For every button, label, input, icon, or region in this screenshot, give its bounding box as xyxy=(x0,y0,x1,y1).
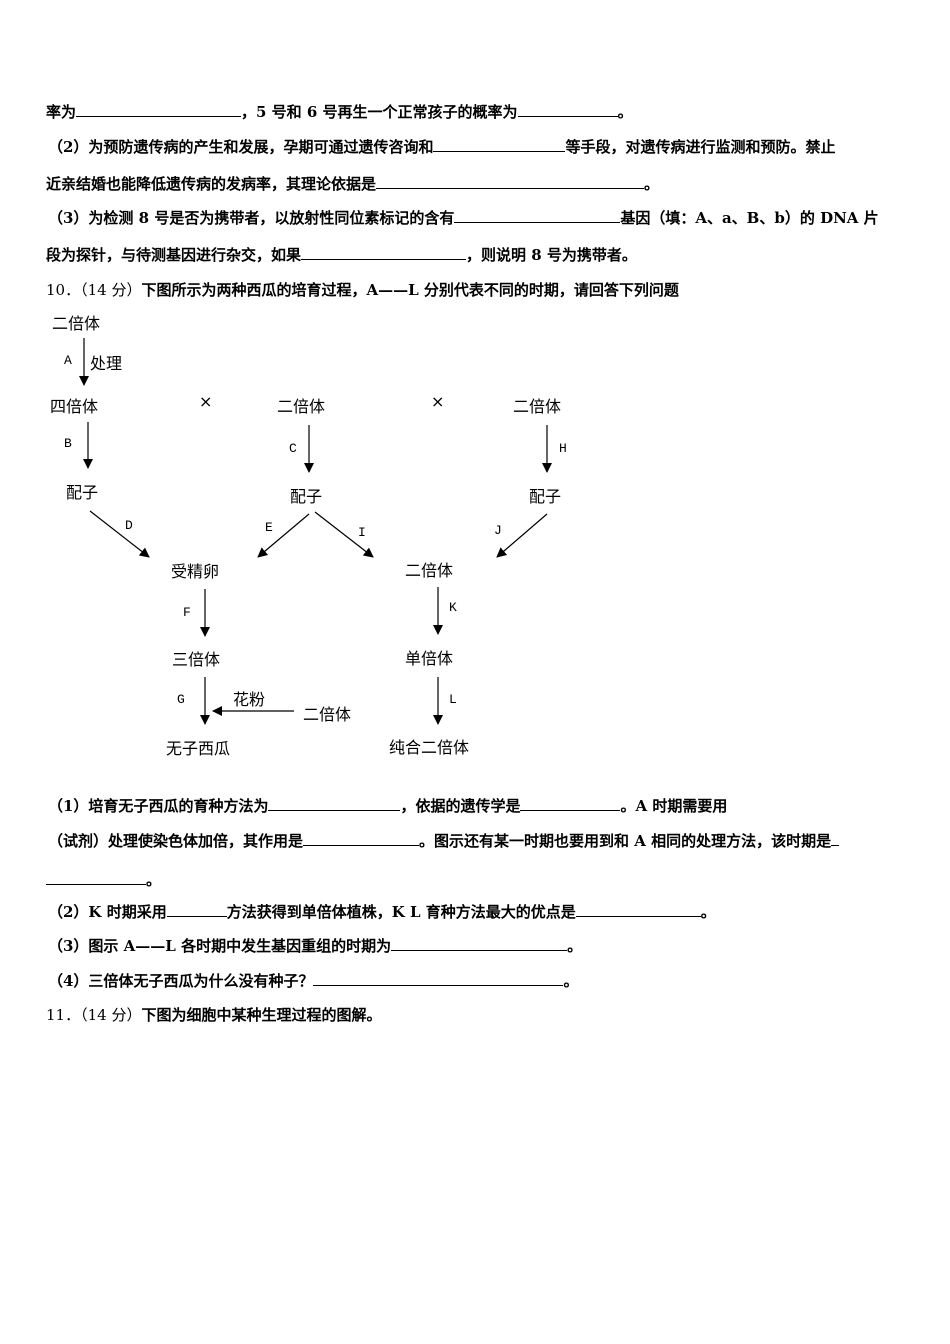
node-haploid: 单倍体 xyxy=(405,649,454,668)
stage-label-b: B xyxy=(64,436,72,451)
answer-blank[interactable] xyxy=(313,971,564,986)
text: 。图示还有某一时期也要用到和 A 相同的处理方法，该时期是 xyxy=(419,832,832,850)
question-stem: 下图为细胞中某种生理过程的图解。 xyxy=(141,1006,382,1024)
text: （3）为检测 8 号是否为携带者，以放射性同位素标记的含有 xyxy=(48,209,455,227)
answer-blank[interactable] xyxy=(831,831,840,846)
node-triploid: 三倍体 xyxy=(172,650,221,669)
text: （试剂）处理使染色体加倍，其作用是 xyxy=(48,832,304,850)
stage-label-j: J xyxy=(494,523,502,538)
answer-blank[interactable] xyxy=(46,870,146,885)
node-diploid-middle: 二倍体 xyxy=(277,397,326,416)
text: 近亲结婚也能降低遗传病的发病率，其理论依据是 xyxy=(46,175,377,193)
node-tetraploid: 四倍体 xyxy=(50,397,99,416)
answer-blank[interactable] xyxy=(376,174,645,189)
answer-blank[interactable] xyxy=(301,245,467,260)
q10-part2: （2）K 时期采用 方法获得到单倍体植株，K L 育种方法最大的优点是 。 xyxy=(48,902,716,922)
q9-part2-line1: （2）为预防遗传病的产生和发展，孕期可通过遗传咨询和 等手段，对遗传病进行监测和预… xyxy=(48,137,835,157)
answer-blank[interactable] xyxy=(517,102,618,117)
text: 。 xyxy=(700,903,716,921)
pollen-label: 花粉 xyxy=(233,690,266,709)
answer-blank[interactable] xyxy=(433,137,566,152)
text: 基因（填：A、a、B、b）的 DNA 片 xyxy=(620,209,879,227)
stage-label-d: D xyxy=(125,518,133,533)
node-gamete-middle: 配子 xyxy=(290,487,323,506)
text: 方法获得到单倍体植株，K L 育种方法最大的优点是 xyxy=(226,903,576,921)
text: （3）图示 A——L 各时期中发生基因重组的时期为 xyxy=(48,937,392,955)
q9-part3-line2: 段为探针，与待测基因进行杂交，如果 ，则说明 8 号为携带者。 xyxy=(46,245,637,265)
answer-blank[interactable] xyxy=(303,831,420,846)
stage-label-g: G xyxy=(177,692,185,707)
treatment-label: 处理 xyxy=(90,354,123,373)
stage-label-k: K xyxy=(449,600,457,615)
text: （2）为预防遗传病的产生和发展，孕期可通过遗传咨询和 xyxy=(48,138,434,156)
node-gamete-right: 配子 xyxy=(529,487,562,506)
q10-part4: （4）三倍体无子西瓜为什么没有种子？ 。 xyxy=(48,971,578,991)
node-gamete-left: 配子 xyxy=(66,483,99,502)
q10-stem: 10．（14 分）下图所示为两种西瓜的培育过程，A——L 分别代表不同的时期，请… xyxy=(46,280,679,300)
text: 。 xyxy=(617,103,633,121)
node-diploid-start: 二倍体 xyxy=(52,314,101,333)
answer-blank[interactable] xyxy=(76,102,242,117)
node-zygote: 受精卵 xyxy=(171,562,220,581)
answer-blank[interactable] xyxy=(454,208,621,223)
text: 。 xyxy=(567,937,583,955)
text: 等手段，对遗传病进行监测和预防。禁止 xyxy=(565,138,836,156)
stage-label-e: E xyxy=(265,520,273,535)
text: 段为探针，与待测基因进行杂交，如果 xyxy=(46,246,302,264)
cross-symbol: × xyxy=(199,392,213,411)
text: ，5 号和 6 号再生一个正常孩子的概率为 xyxy=(241,103,518,121)
q10-part1-line3: 。 xyxy=(46,870,161,890)
node-diploid-center: 二倍体 xyxy=(405,561,454,580)
text: 。 xyxy=(563,972,579,990)
text: 率为 xyxy=(46,103,77,121)
text: 。 xyxy=(644,175,660,193)
answer-blank[interactable] xyxy=(520,796,621,811)
answer-blank[interactable] xyxy=(575,902,701,917)
node-pure-diploid: 纯合二倍体 xyxy=(389,738,470,757)
text: （2）K 时期采用 xyxy=(48,903,167,921)
text: （4）三倍体无子西瓜为什么没有种子？ xyxy=(48,972,314,990)
q9-part2-line2: 近亲结婚也能降低遗传病的发病率，其理论依据是 。 xyxy=(46,174,659,194)
q9-line-rate: 率为 ，5 号和 6 号再生一个正常孩子的概率为 。 xyxy=(46,102,633,122)
answer-blank[interactable] xyxy=(268,796,401,811)
stage-label-a: A xyxy=(64,353,72,368)
q11-stem: 11．（14 分）下图为细胞中某种生理过程的图解。 xyxy=(46,1005,381,1025)
text: 。 xyxy=(146,871,162,889)
stage-label-i: I xyxy=(358,525,366,540)
answer-blank[interactable] xyxy=(391,936,568,951)
stage-label-f: F xyxy=(183,605,191,620)
q10-part1-line1: （1）培育无子西瓜的育种方法为 ，依据的遗传学是 。A 时期需要用 xyxy=(48,796,727,816)
question-score: （14 分） xyxy=(80,281,142,299)
question-score: （14 分） xyxy=(80,1006,142,1024)
question-number: 10． xyxy=(46,281,81,299)
node-diploid-right: 二倍体 xyxy=(513,397,562,416)
node-diploid-pollen-source: 二倍体 xyxy=(303,705,352,724)
answer-blank[interactable] xyxy=(166,902,227,917)
stage-label-h: H xyxy=(559,441,567,456)
text: 。A 时期需要用 xyxy=(620,797,728,815)
text: （1）培育无子西瓜的育种方法为 xyxy=(48,797,269,815)
diagram-arrows xyxy=(79,338,552,725)
q9-part3-line1: （3）为检测 8 号是否为携带者，以放射性同位素标记的含有 基因（填：A、a、B、… xyxy=(48,208,879,228)
stage-label-c: C xyxy=(289,441,297,456)
question-number: 11． xyxy=(46,1006,81,1024)
q10-part1-line2: （试剂）处理使染色体加倍，其作用是 。图示还有某一时期也要用到和 A 相同的处理方… xyxy=(48,831,840,851)
cross-symbol: × xyxy=(431,392,445,411)
stage-label-l: L xyxy=(449,692,457,707)
text: ，依据的遗传学是 xyxy=(400,797,521,815)
text: ，则说明 8 号为携带者。 xyxy=(466,246,637,264)
q10-part3: （3）图示 A——L 各时期中发生基因重组的时期为 。 xyxy=(48,936,582,956)
question-stem: 下图所示为两种西瓜的培育过程，A——L 分别代表不同的时期，请回答下列问题 xyxy=(141,281,679,299)
node-seedless-watermelon: 无子西瓜 xyxy=(166,739,231,758)
